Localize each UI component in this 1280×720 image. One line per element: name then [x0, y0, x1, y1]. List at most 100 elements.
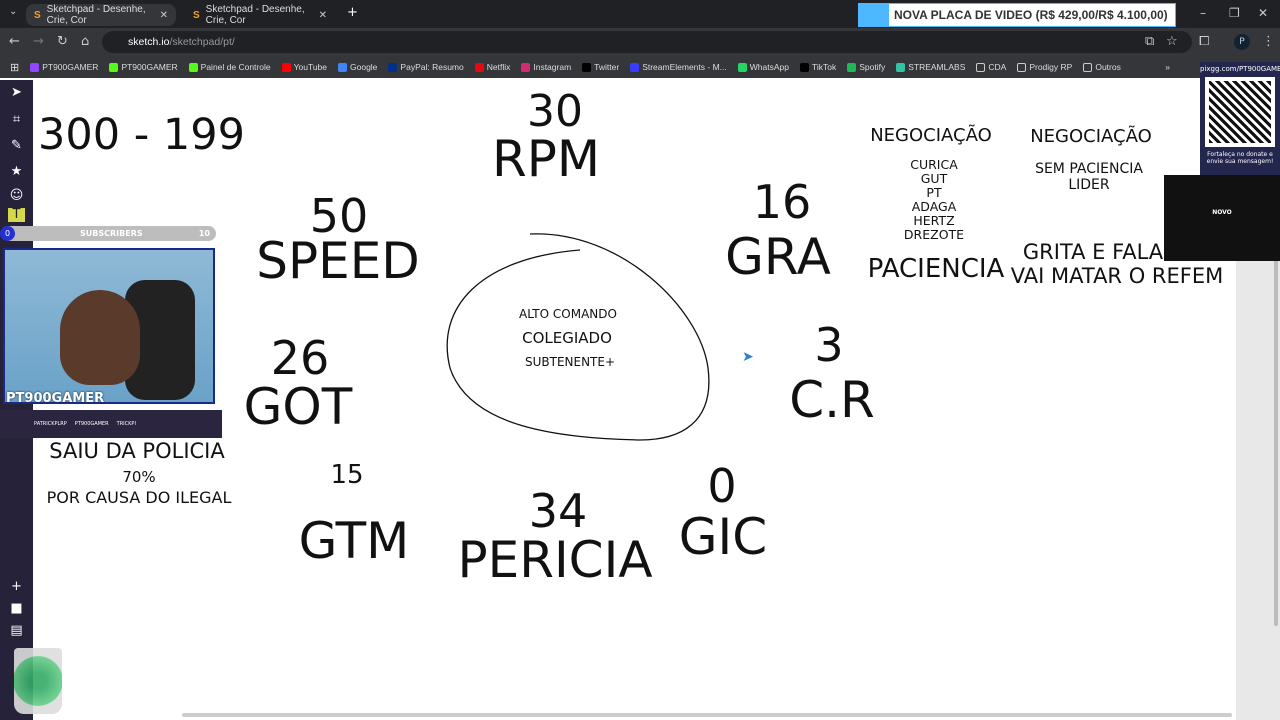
bookmark-favicon-icon	[109, 62, 119, 72]
reload-icon[interactable]: ↻	[57, 34, 68, 49]
cr-label: C.R	[789, 371, 875, 429]
bookmark-item[interactable]: PT900GAMER	[30, 62, 98, 72]
bookmark-favicon-icon	[799, 62, 809, 72]
bookmark-item[interactable]: Prodigy RP	[1017, 62, 1072, 72]
save-icon[interactable]: ▤	[10, 623, 23, 638]
bookmark-favicon-icon	[388, 62, 398, 72]
sketch-canvas[interactable]	[33, 80, 1236, 720]
text-tool-icon[interactable]: T	[8, 208, 25, 222]
stream-popup: NOVO	[1164, 175, 1280, 261]
negotiation-footer-2b: VAI MATAR O REFEM	[1010, 264, 1224, 288]
emoji-tool-icon[interactable]: ☺	[9, 188, 24, 203]
bookmark-item[interactable]: CDA	[976, 62, 1006, 72]
restore-button[interactable]: ❐	[1229, 6, 1240, 20]
folder-icon	[1017, 62, 1027, 72]
bookmark-star-icon[interactable]: ☆	[1166, 34, 1178, 49]
bookmark-item[interactable]: Twitter	[582, 62, 619, 72]
bookmark-item[interactable]: STREAMLABS	[896, 62, 965, 72]
negotiator-name: DREZOTE	[903, 227, 965, 242]
horizontal-scrollbar[interactable]	[182, 713, 1232, 717]
bookmark-label: Outros	[1095, 62, 1121, 72]
url-host: sketch.io	[128, 36, 170, 48]
negotiation-footer-1: PACIENCIA	[867, 254, 1005, 284]
profile-avatar[interactable]: P	[1234, 34, 1250, 50]
saiu-reason: POR CAUSA DO ILEGAL	[46, 488, 232, 507]
bookmark-favicon-icon	[847, 62, 857, 72]
bookmark-item[interactable]: TikTok	[799, 62, 837, 72]
circle-line-colegiado: COLEGIADO	[522, 329, 612, 347]
negotiation-title-1: NEGOCIAÇÃO	[870, 125, 992, 146]
install-app-icon[interactable]: ⧉	[1145, 34, 1155, 49]
folder-icon[interactable]: ■	[10, 601, 23, 616]
tab-sketchpad-2[interactable]: S Sketchpad - Desenhe, Crie, Cor ✕	[185, 4, 335, 26]
instagram-handle: PATRICKPLRP	[34, 421, 67, 427]
close-tab-icon[interactable]: ✕	[159, 9, 168, 21]
star-stamp-tool-icon[interactable]: ★	[10, 164, 23, 179]
bookmark-item[interactable]: Netflix	[474, 62, 510, 72]
bookmark-item[interactable]: Spotify	[847, 62, 885, 72]
gic-label: GIC	[678, 508, 768, 566]
minimize-button[interactable]: –	[1200, 6, 1206, 20]
popup-title: NOVO	[1212, 209, 1232, 216]
bookmark-label: StreamElements - M...	[642, 62, 727, 72]
bookmark-item[interactable]: Google	[338, 62, 377, 72]
bookmark-label: CDA	[988, 62, 1007, 72]
tip-jar-widget	[14, 648, 62, 714]
bookmark-item[interactable]: YouTube	[281, 62, 327, 72]
home-icon[interactable]: ⌂	[81, 34, 90, 49]
webcam-feed	[3, 248, 215, 404]
circle-line-subtenente: SUBTENENTE+	[524, 355, 616, 369]
qr-url: pixgg.com/PT900GAMER	[1200, 65, 1280, 73]
bookmark-favicon-icon	[188, 62, 198, 72]
close-window-button[interactable]: ✕	[1258, 6, 1269, 20]
bookmark-item[interactable]: Instagram	[521, 62, 571, 72]
address-bar[interactable]: sketch.io/sketchpad/pt/	[102, 31, 1192, 53]
bookmark-label: PT900GAMER	[42, 62, 99, 72]
bookmark-favicon-icon	[630, 62, 640, 72]
apps-grid-icon[interactable]: ⊞	[10, 61, 20, 74]
add-icon[interactable]: +	[11, 579, 22, 594]
youtube-handle: TRICKPI	[116, 421, 136, 427]
menu-icon[interactable]: ⋮	[1262, 34, 1275, 49]
bookmark-label: WhatsApp	[749, 62, 789, 72]
goal-progress-fill	[859, 4, 889, 26]
bookmark-item[interactable]: PT900GAMER	[109, 62, 178, 72]
folder-icon	[976, 62, 986, 72]
more-bookmarks-icon[interactable]: »	[1165, 62, 1170, 72]
bookmark-favicon-icon	[474, 62, 484, 72]
cr-count: 3	[814, 318, 844, 372]
bookmark-favicon-icon	[582, 62, 592, 72]
donation-qr-widget: pixgg.com/PT900GAMER Fortaleça no donate…	[1200, 62, 1280, 177]
rpm-count: 30	[527, 86, 583, 137]
bookmark-item[interactable]: WhatsApp	[737, 62, 789, 72]
back-icon[interactable]: ←	[9, 34, 20, 49]
bookmark-item[interactable]: PayPal: Resumo	[388, 62, 464, 72]
got-label: GOT	[243, 378, 353, 436]
bookmark-item[interactable]: Painel de Controle	[188, 62, 271, 72]
new-tab-button[interactable]: +	[347, 5, 358, 20]
vertical-scrollbar[interactable]	[1272, 80, 1280, 640]
negotiator-name: CURICA	[910, 157, 958, 172]
saiu-percent: 70%	[122, 468, 156, 486]
pencil-tool-icon[interactable]: ✎	[11, 138, 22, 153]
bookmarks-bar: ⊞ PT900GAMER PT900GAMER Painel de Controle…	[0, 56, 1280, 78]
sketchpad-favicon-icon: S	[193, 9, 200, 21]
qr-caption: Fortaleça no donate e envie sua mensagem…	[1206, 151, 1274, 165]
extensions-icon[interactable]: ⧠	[1199, 34, 1210, 49]
negotiation-footer-2a: GRITA E FALA	[1022, 240, 1164, 264]
close-tab-icon[interactable]: ✕	[318, 9, 327, 21]
bookmark-item[interactable]: StreamElements - M...	[630, 62, 727, 72]
bookmark-label: TikTok	[811, 62, 837, 72]
tab-title: Sketchpad - Desenhe, Crie, Cor	[205, 4, 305, 26]
crop-tool-icon[interactable]: ⌗	[12, 112, 21, 127]
bookmark-item[interactable]: Outros	[1083, 62, 1121, 72]
goal-text: NOVA PLACA DE VIDEO (R$ 429,00/R$ 4.100,…	[894, 8, 1168, 22]
bookmark-favicon-icon	[737, 62, 747, 72]
select-tool-icon[interactable]: ➤	[11, 85, 22, 100]
forward-icon[interactable]: →	[33, 34, 44, 49]
tab-search-chevron-icon[interactable]: ⌄	[9, 6, 18, 17]
score-text: 300 - 199	[38, 110, 246, 160]
negotiation-line-2: LIDER	[1068, 177, 1110, 193]
